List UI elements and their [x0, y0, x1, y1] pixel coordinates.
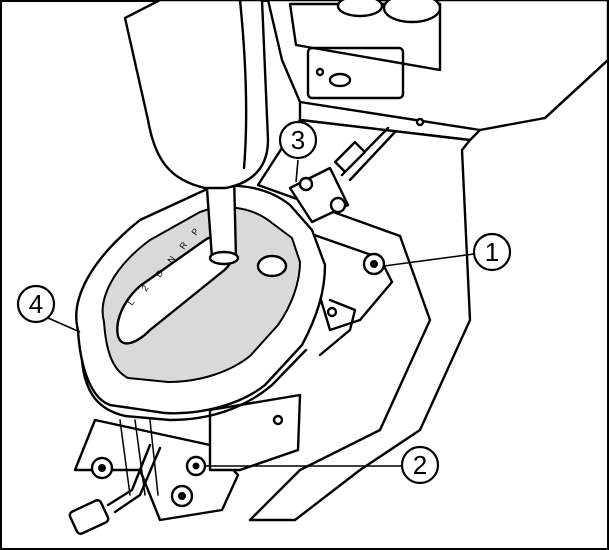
gate-bolt-upper: [362, 252, 386, 276]
shift-cable: [288, 126, 397, 224]
indicator-labels: P R N D 2 L: [125, 226, 201, 307]
base-nut-left: [90, 456, 114, 480]
callout-number: 2: [413, 450, 427, 480]
wiring-harness-connector: [68, 443, 162, 535]
callout-1: 1: [383, 232, 512, 272]
center-console: [266, 0, 609, 142]
callout-3: 3: [278, 120, 318, 183]
callout-4: 4: [16, 284, 81, 333]
indicator-label: P: [189, 226, 201, 237]
base-plate: [73, 393, 302, 522]
indicator-label: L: [125, 297, 136, 307]
base-nut-lower: [185, 455, 207, 477]
callout-2: 2: [206, 445, 440, 485]
callout-number: 3: [291, 125, 305, 155]
indicator-label: 2: [139, 283, 150, 293]
callout-number: 1: [485, 237, 499, 267]
base-nut-bottom: [170, 484, 194, 508]
shift-knob: [123, 0, 270, 190]
console-trim: [248, 118, 472, 522]
indicator-label: N: [165, 254, 177, 265]
indicator-label: D: [153, 268, 165, 279]
callout-number: 4: [29, 289, 43, 319]
indicator-label: R: [177, 240, 189, 251]
indicator-panel-cover: [75, 184, 327, 422]
